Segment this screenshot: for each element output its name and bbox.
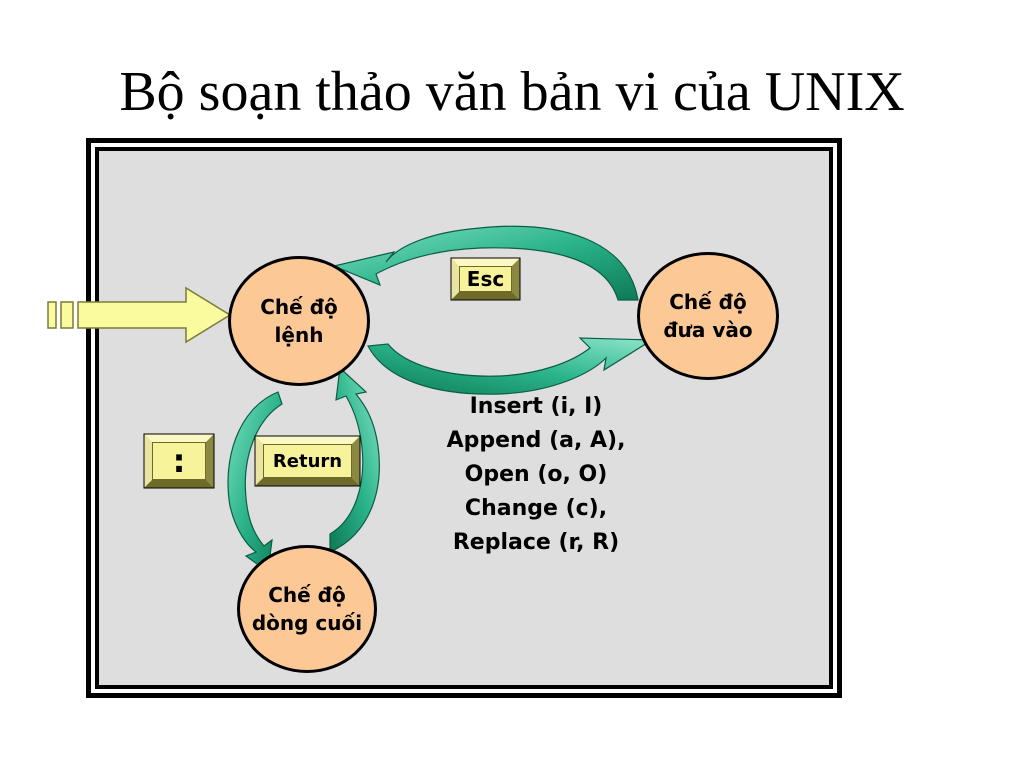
- return-key: Return: [255, 436, 360, 486]
- entry-arrow: [47, 286, 232, 344]
- colon-key: :: [144, 434, 214, 488]
- colon-key-label: :: [152, 442, 206, 480]
- return-key-bevel: [254, 435, 361, 487]
- slide-title: Bộ soạn thảo văn bản vi của UNIX: [119, 61, 905, 123]
- command-insert: Insert (i, I): [469, 394, 603, 419]
- insert-mode-node: Chế độ đưa vào: [637, 252, 779, 380]
- last-line-mode-node: Chế độ dòng cuối: [237, 545, 377, 673]
- command-mode-node: Chế độ lệnh: [228, 256, 370, 386]
- command-append: Append (a, A),: [446, 428, 626, 453]
- insert-arrow: [367, 337, 655, 395]
- insert-mode-label: Chế độ đưa vào: [663, 290, 753, 342]
- esc-key-bevel: [450, 257, 521, 301]
- command-replace: Replace (r, R): [452, 530, 620, 555]
- command-open: Open (o, O): [464, 462, 608, 487]
- return-key-label: Return: [263, 444, 352, 478]
- insert-commands-list: Insert (i, I) Append (a, A), Open (o, O)…: [420, 390, 652, 560]
- last-line-mode-label: Chế độ dòng cuối: [251, 583, 363, 635]
- esc-key: Esc: [451, 258, 520, 300]
- esc-key-label: Esc: [459, 266, 512, 292]
- command-mode-label: Chế độ lệnh: [260, 295, 338, 347]
- colon-key-bevel: [143, 433, 215, 489]
- command-change: Change (c),: [464, 496, 608, 521]
